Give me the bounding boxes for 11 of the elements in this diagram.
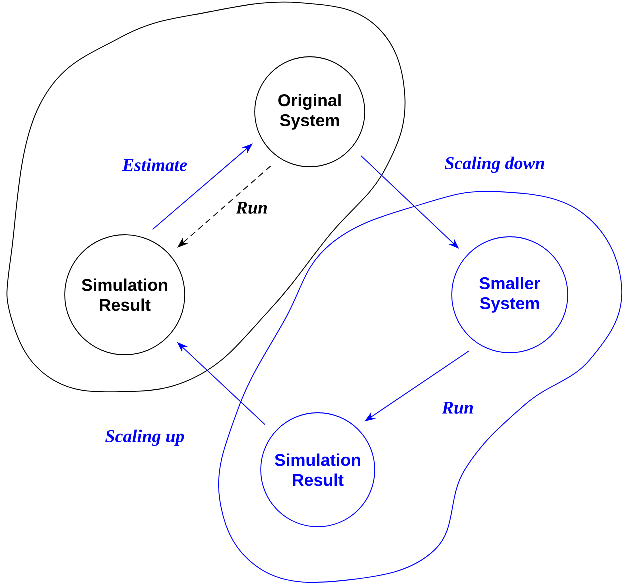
blob-outline — [218, 191, 622, 584]
edge-label: Estimate — [122, 158, 188, 172]
circle-node: Simulation Result — [260, 412, 376, 528]
circle-node: Original System — [254, 56, 366, 168]
edge-label: Scaling down — [445, 156, 544, 174]
circle-node: Simulation Result — [64, 234, 186, 356]
circle-node: Smaller System — [452, 236, 568, 354]
blob-outline — [6, 2, 406, 393]
edge-label: Scaling up — [106, 430, 184, 446]
edge-label: Run — [236, 202, 268, 214]
edge-label: Run — [442, 402, 474, 414]
